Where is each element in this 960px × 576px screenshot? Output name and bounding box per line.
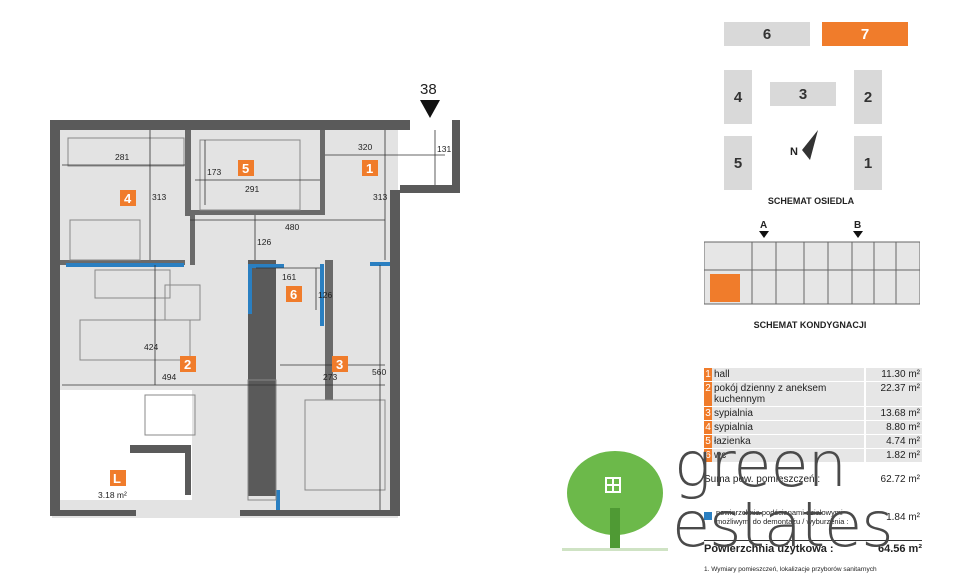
room-badge-2: 2 <box>180 356 196 372</box>
building-7: 7 <box>822 22 908 46</box>
balcony-badge: L <box>110 470 126 486</box>
dim-label: 313 <box>373 192 387 202</box>
staircase-a-arrow-icon <box>759 231 769 238</box>
dim-label: 424 <box>144 342 158 352</box>
building-1: 1 <box>854 136 882 190</box>
walls-note-value: 1.84 m² <box>886 512 920 523</box>
sum-label: Suma pow. pomieszczeń : <box>704 474 821 485</box>
usable-value: 64.56 m² <box>877 543 922 555</box>
room-badge-6: 6 <box>286 286 302 302</box>
north-arrow-icon <box>802 130 818 160</box>
entrance-arrow-icon <box>420 100 440 118</box>
building-4: 4 <box>724 70 752 124</box>
logo-green: green <box>674 428 847 501</box>
tree-logo-icon <box>562 451 668 551</box>
svg-text:5: 5 <box>242 161 249 176</box>
dim-label: 273 <box>323 372 337 382</box>
floor-plan: 281 313 173 291 320 131 313 480 126 161 … <box>50 81 460 518</box>
dim-label: 131 <box>437 144 451 154</box>
sum-value: 62.72 m² <box>880 474 920 485</box>
room-badge-1: 1 <box>362 160 378 176</box>
dim-label: 320 <box>358 142 372 152</box>
usable-label: Powierzchnia użytkowa : <box>704 543 834 555</box>
site-schema-caption: SCHEMAT OSIEDLA <box>767 196 855 206</box>
walls-note-marker <box>704 512 712 520</box>
dim-label: 313 <box>152 192 166 202</box>
building-5: 5 <box>724 136 752 190</box>
dim-label: 281 <box>115 152 129 162</box>
building-6: 6 <box>724 22 810 46</box>
dim-label: 560 <box>372 367 386 377</box>
svg-text:L: L <box>113 471 121 486</box>
dim-label: 494 <box>162 372 176 382</box>
svg-text:1: 1 <box>366 161 373 176</box>
dim-label: 126 <box>318 290 332 300</box>
dim-label: 291 <box>245 184 259 194</box>
svg-text:4: 4 <box>124 191 132 206</box>
building-2: 2 <box>854 70 882 124</box>
floor-schema-caption: SCHEMAT KONDYGNACJI <box>753 320 867 330</box>
staircase-b-arrow-icon <box>853 231 863 238</box>
svg-text:2: 2 <box>184 357 191 372</box>
svg-text:6: 6 <box>290 287 297 302</box>
walls-note-text: powierzchnia podścianami działowymi możl… <box>716 508 849 526</box>
building-3: 3 <box>770 82 836 106</box>
usable-divider <box>704 540 922 541</box>
svg-text:3: 3 <box>336 357 343 372</box>
north-label: N <box>790 146 798 158</box>
logo-estates: estates <box>672 488 894 561</box>
entrance-number: 38 <box>420 81 437 98</box>
room-badge-4: 4 <box>120 190 136 206</box>
room-badge-3: 3 <box>332 356 348 372</box>
staircase-a-label: A <box>760 220 768 231</box>
dim-label: 161 <box>282 272 296 282</box>
room-badge-5: 5 <box>238 160 254 176</box>
staircase-b-label: B <box>854 220 862 231</box>
balcony-area: 3.18 m² <box>98 490 127 500</box>
dim-label: 126 <box>257 237 271 247</box>
floor-schema-diagram <box>704 241 920 305</box>
footnote: 1. Wymiary pomieszczeń, lokalizacje przy… <box>704 566 877 573</box>
dim-label: 480 <box>285 222 299 232</box>
dim-label: 173 <box>207 167 221 177</box>
